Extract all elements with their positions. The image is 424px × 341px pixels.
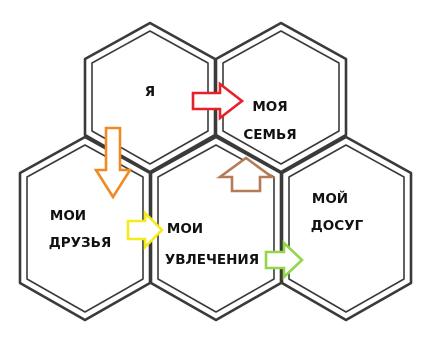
- label-moya-semya-line1: МОЯ: [252, 99, 287, 115]
- label-ya: Я: [145, 84, 155, 100]
- arrow-ya-to-semya: [191, 81, 245, 121]
- hex-inner-moi-dosug: [288, 144, 405, 313]
- label-moi-uvlecheniya-line2: УВЛЕЧЕНИЯ: [165, 252, 259, 268]
- hex-cells: [18, 21, 413, 322]
- hex-inner-moi-druzya: [26, 144, 144, 313]
- arrow-uvlecheniya-to-dosug: [264, 239, 304, 281]
- arrows: [93, 81, 304, 281]
- label-moi-uvlecheniya-line1: МОИ: [167, 221, 203, 237]
- arrow-druzya-to-uvlecheniya: [126, 209, 164, 251]
- hex-inner-moya-semya: [222, 30, 340, 165]
- label-moi-dosug-line1: МОЙ: [312, 190, 348, 207]
- arrow-ya-to-druzya: [93, 126, 133, 200]
- hex-inner-ya: [91, 30, 209, 165]
- hex-cell-moi-dosug: [280, 135, 413, 322]
- label-moya-semya-line2: СЕМЬЯ: [243, 127, 296, 143]
- label-moi-druzya-line1: МОИ: [50, 208, 86, 224]
- cell-labels: Я МОЯ СЕМЬЯ МОИ ДРУЗЬЯ МОИ УВЛЕЧЕНИЯ МОЙ…: [49, 84, 364, 268]
- arrow-uvlecheniya-to-semya: [216, 156, 276, 193]
- label-moi-dosug-line2: ДОСУГ: [311, 218, 364, 234]
- label-moi-druzya-line2: ДРУЗЬЯ: [49, 235, 112, 251]
